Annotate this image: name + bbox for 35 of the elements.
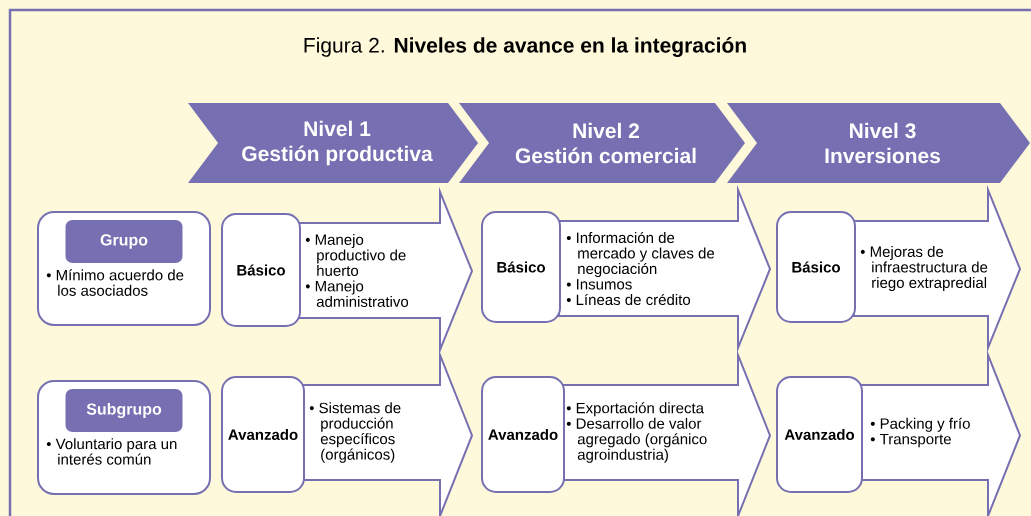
node-label: Nivel 2 — [573, 122, 639, 139]
list-item: • Manejo administrativo — [305, 280, 409, 307]
list-item: • Exportación directa — [566, 402, 704, 417]
arrow-banner — [558, 184, 772, 354]
node-label: Nivel 3 — [850, 122, 916, 139]
node-label: Gestión comercial — [515, 147, 696, 164]
list-item: • Mínimo acuerdo de los asociados — [46, 269, 184, 296]
level-box: Avanzado — [221, 376, 305, 493]
list-item: • Voluntario para un interés común — [46, 438, 177, 465]
list-item: • Desarrollo de valor agregado (orgánico agroindustria) — [566, 417, 707, 463]
list-item: • Manejo productivo de huerto — [305, 234, 406, 276]
level-box: Básico — [776, 211, 856, 323]
group-label: Subgrupo — [65, 389, 183, 432]
chevron-banner: Nivel 2 Gestión comercial — [459, 103, 745, 183]
list-item: • Líneas de crédito — [566, 293, 691, 306]
node-label: Inversiones — [825, 147, 940, 164]
list-item: • Información de mercado y claves de negociación — [566, 231, 715, 278]
arrow-banner — [302, 349, 474, 516]
figure-title: Figura 2. Niveles de avance en la integración — [304, 37, 746, 57]
arrow-banner — [860, 349, 1022, 516]
list-item: • Insumos — [566, 279, 632, 290]
level-box: Avanzado — [481, 376, 565, 493]
arrow-banner — [562, 349, 772, 516]
node-label: Gestión productiva — [242, 145, 433, 166]
list-item: • Packing y frío — [870, 417, 970, 432]
chevron-banner: Nivel 1 Gestión productiva — [188, 103, 478, 183]
node-label: Nivel 1 — [304, 120, 371, 137]
list-item: • Transporte — [870, 433, 951, 448]
arrow-banner — [853, 184, 1022, 354]
level-box: Avanzado — [776, 376, 863, 493]
list-item: • Sistemas de producción específicos (orgánicos) — [309, 402, 401, 463]
level-box: Básico — [481, 211, 561, 323]
level-box: Básico — [221, 213, 301, 327]
group-label: Grupo — [65, 220, 183, 263]
list-item: • Mejoras de infraestructura de riego extrapredial — [860, 246, 988, 291]
